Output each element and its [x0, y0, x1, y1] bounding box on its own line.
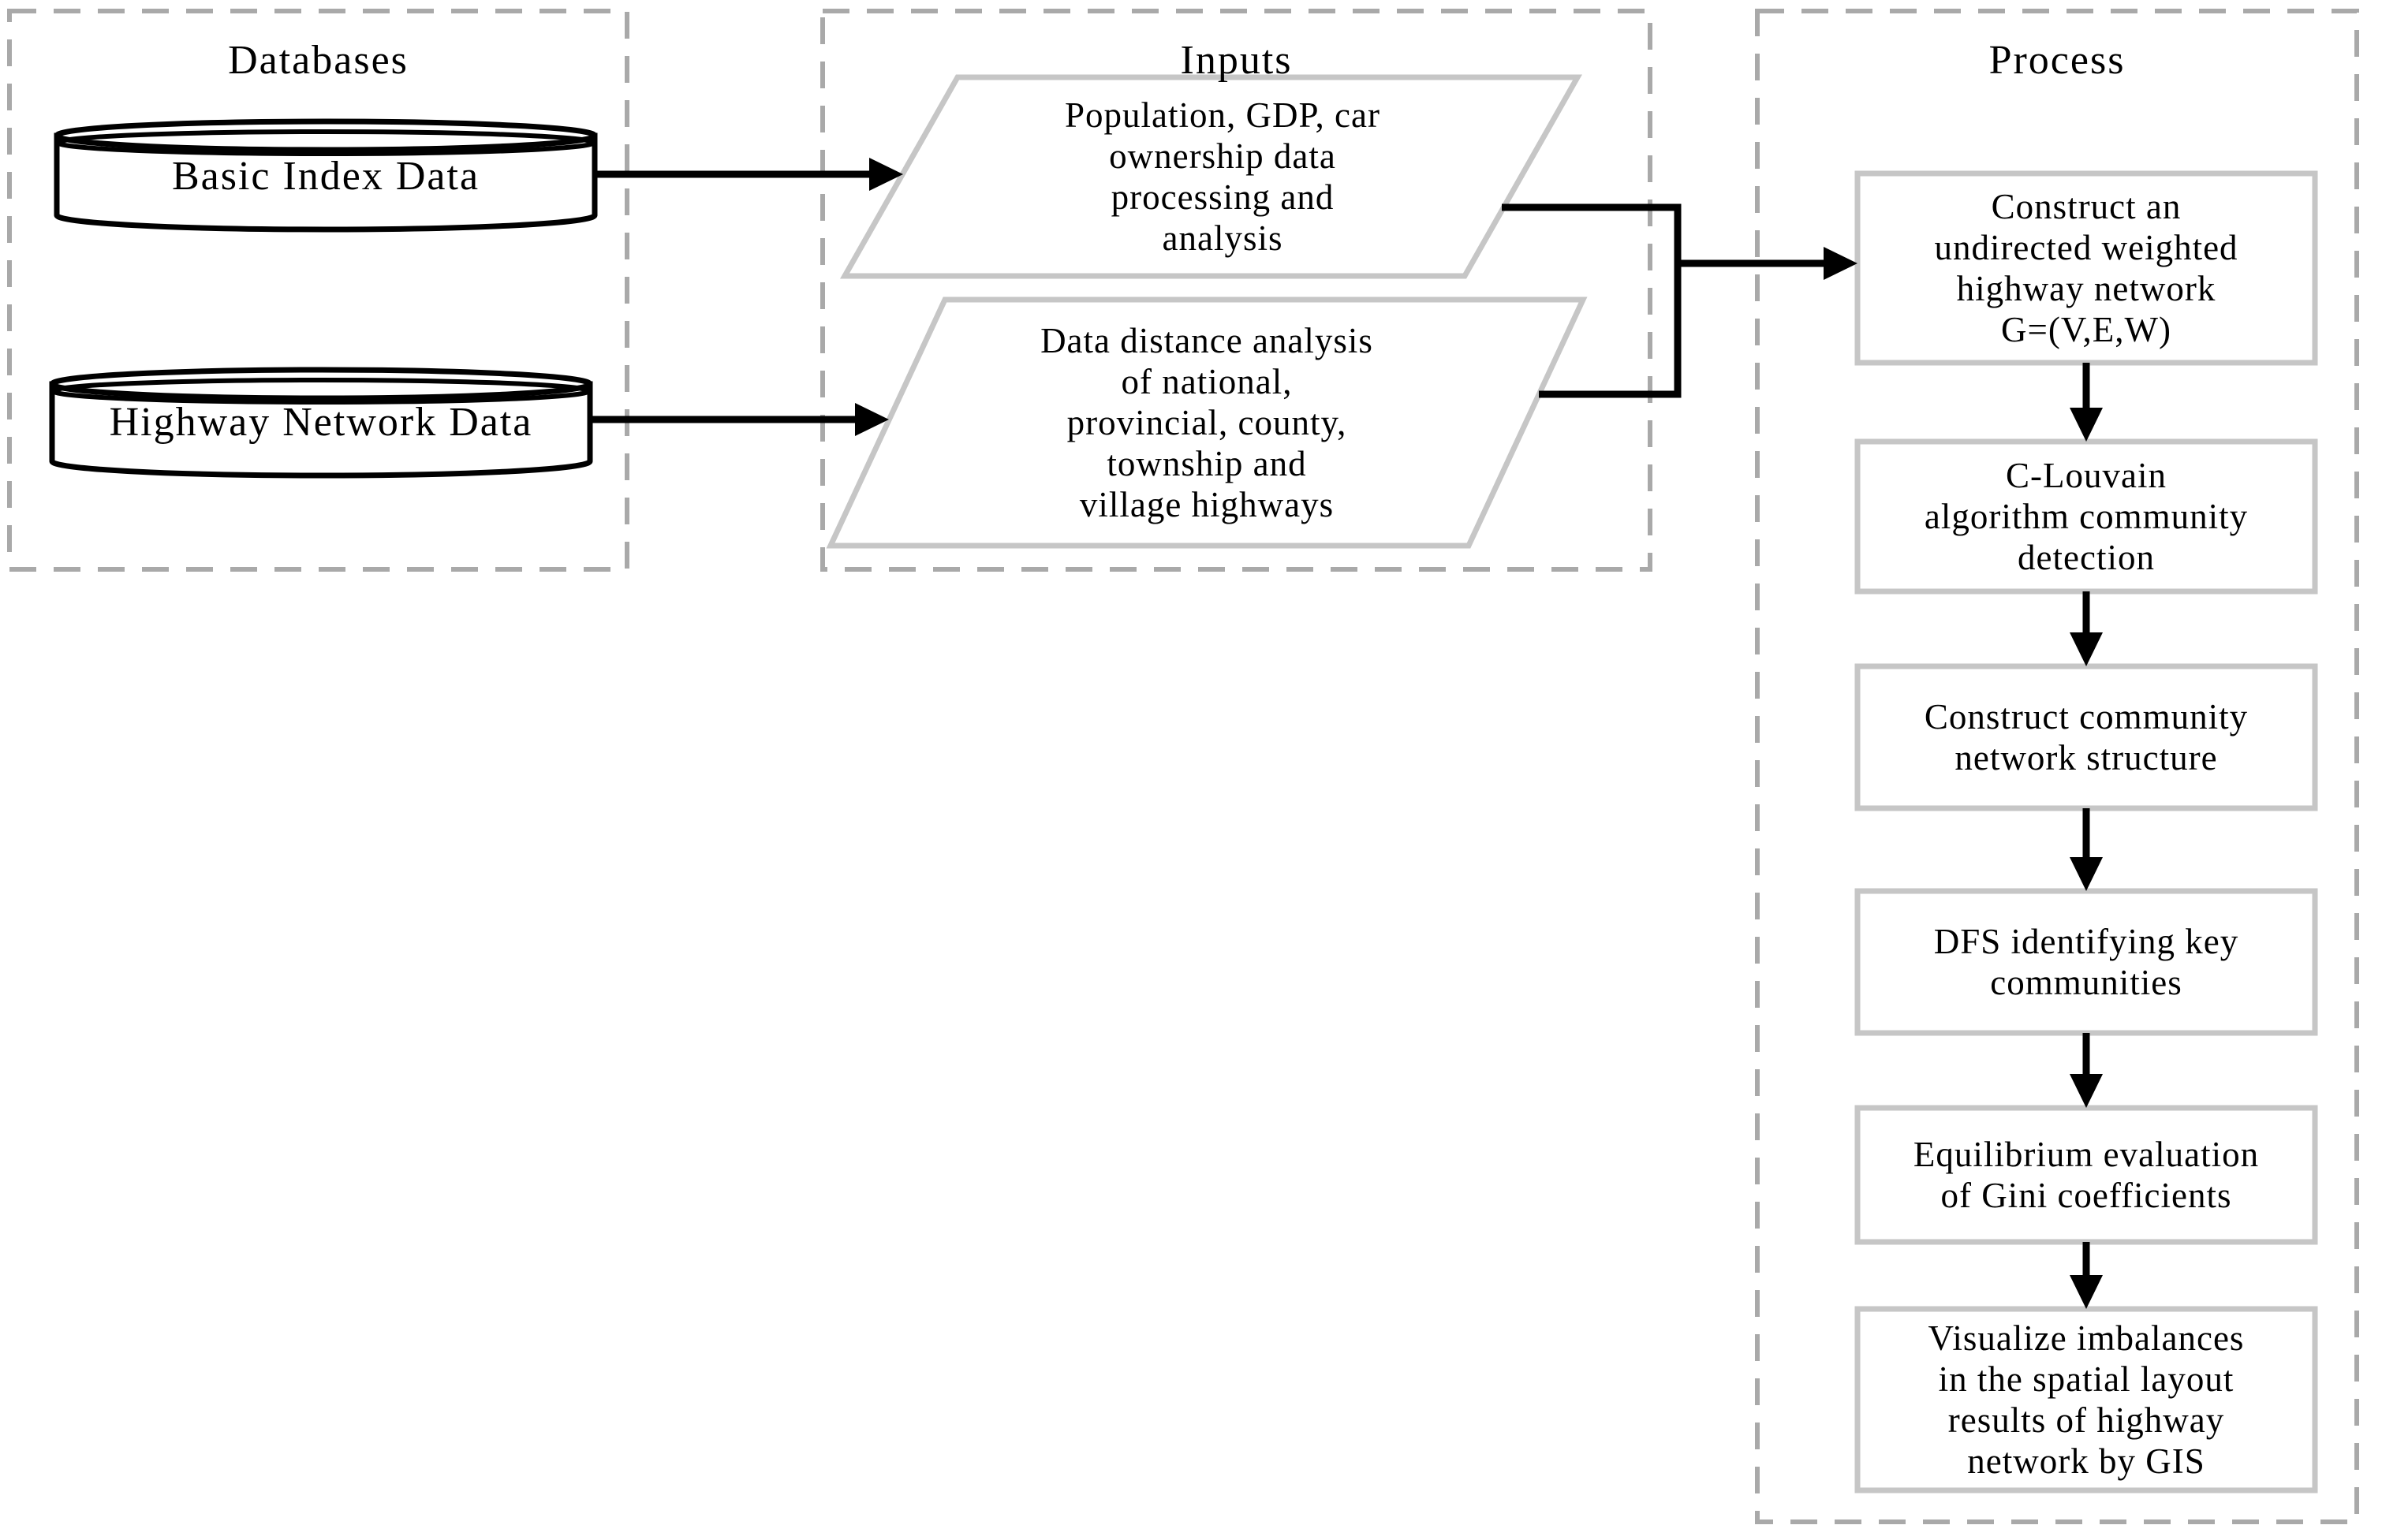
process-step-box-1 — [1854, 170, 2318, 366]
cylinder-rim-line — [51, 378, 591, 405]
cylinder-body — [49, 381, 593, 479]
input-parallelogram-population — [839, 74, 1583, 279]
arrowhead-down-icon — [2070, 408, 2103, 442]
process-step-box-6 — [1854, 1306, 2318, 1493]
arrow-highway-to-inputs — [590, 403, 889, 436]
arrowhead-down-icon — [2070, 632, 2103, 666]
cylinder-rim-line — [56, 129, 596, 156]
input-parallelogram-distance — [826, 296, 1588, 549]
arrowhead-down-icon — [2070, 857, 2103, 891]
arrow-step4-to-step5 — [2070, 1033, 2103, 1108]
databases-section-border — [7, 9, 629, 572]
arrow-step3-to-step4 — [2070, 808, 2103, 891]
arrow-step5-to-step6 — [2070, 1242, 2103, 1309]
arrow-inputs-to-process — [1678, 247, 1857, 280]
arrow-basic-index-to-inputs — [595, 158, 903, 191]
process-step-box-5 — [1854, 1105, 2318, 1245]
arrowhead-right-icon — [855, 403, 889, 436]
cylinder-body — [54, 132, 598, 233]
process-section-border — [1755, 9, 2359, 1524]
database-cylinder-basic-index — [54, 118, 598, 233]
arrow-step1-to-step2 — [2070, 363, 2103, 442]
arrowhead-right-icon — [869, 158, 903, 191]
cylinder-top-ellipse — [49, 367, 593, 401]
merge-connector — [1502, 203, 1682, 398]
cylinder-top-ellipse — [54, 118, 598, 153]
arrow-step2-to-step3 — [2070, 591, 2103, 666]
arrowhead-right-icon — [1824, 247, 1857, 280]
process-step-box-4 — [1854, 888, 2318, 1036]
process-step-box-3 — [1854, 663, 2318, 811]
database-cylinder-highway-network — [49, 367, 593, 479]
process-step-box-2 — [1854, 438, 2318, 595]
arrowhead-down-icon — [2070, 1275, 2103, 1309]
inputs-section-border — [820, 9, 1652, 572]
arrowhead-down-icon — [2070, 1074, 2103, 1108]
